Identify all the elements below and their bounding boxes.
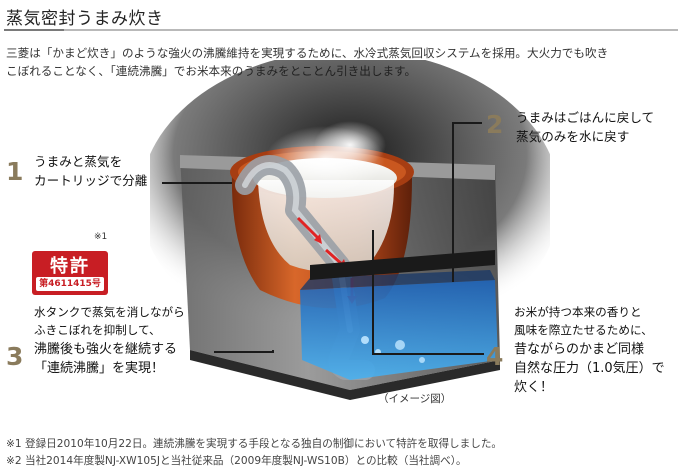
step-4-line-3: 炊く！: [514, 380, 554, 395]
step-4-number: 4: [486, 342, 504, 371]
step-4-text: 昔ながらのかまど同様 自然な圧力（1.0気圧）で 炊く！: [514, 340, 665, 397]
step-4-pre-line-2: 風味を際立たせるために、: [514, 323, 653, 337]
step-1-line-1: うまみと蒸気を: [34, 154, 123, 169]
patent-footnote-mark: ※1: [94, 232, 108, 242]
footnote-2: ※2 当社2014年度製NJ-XW105Jと当社従来品（2009年度製NJ-WS…: [6, 455, 467, 467]
step-4-pre-line-1: お米が持つ本来の香りと: [514, 305, 642, 319]
title-divider: [4, 29, 678, 31]
rice-cooker-illustration: [150, 60, 550, 400]
patent-badge: 特許 第4611415号: [32, 251, 108, 295]
step-3-pre-line-2: ふきこぼれを抑制して、: [34, 323, 161, 337]
intro-line-1: 三菱は「かまど炊き」のような強火の沸騰維持を実現するために、水冷式蒸気回収システ…: [6, 46, 609, 60]
patent-label: 特許: [50, 256, 90, 277]
leader-line-3h: [214, 351, 274, 353]
step-3-line-2: 「連続沸騰」を実現！: [34, 361, 165, 376]
step-2-line-2: 蒸気のみを水に戻す: [516, 129, 630, 144]
patent-number: 第4611415号: [36, 277, 104, 291]
leader-line-2a: [452, 122, 482, 124]
leader-line-4a: [372, 353, 484, 355]
step-1-text: うまみと蒸気を カートリッジで分離: [34, 152, 147, 190]
step-3-intro: 水タンクで蒸気を消しながら ふきこぼれを抑制して、: [34, 303, 185, 339]
step-3-pre-line-1: 水タンクで蒸気を消しながら: [34, 305, 185, 319]
step-4-line-1: 昔ながらのかまど同様: [514, 342, 645, 357]
step-1-line-2: カートリッジで分離: [34, 173, 148, 188]
leader-line-1: [162, 182, 232, 184]
step-3-text: 沸騰後も強火を継続する 「連続沸騰」を実現！: [34, 340, 177, 378]
step-3-line-1: 沸騰後も強火を継続する: [34, 342, 178, 357]
step-2-line-1: うまみはごはんに戻して: [516, 110, 655, 125]
step-1-number: 1: [6, 157, 24, 186]
footnote-1: ※1 登録日2010年10月22日。連続沸騰を実現する手段となる独自の制御におい…: [6, 438, 503, 450]
step-2-number: 2: [486, 110, 504, 139]
leader-line-2b: [452, 122, 454, 282]
step-4-line-2: 自然な圧力（1.0気圧）で: [514, 361, 665, 376]
image-caption: （イメージ図）: [378, 393, 452, 405]
step-3-number: 3: [6, 342, 24, 371]
leader-line-4b: [372, 230, 374, 354]
step-2-text: うまみはごはんに戻して 蒸気のみを水に戻す: [516, 108, 654, 146]
page-title: 蒸気密封うまみ炊き: [6, 9, 164, 29]
step-4-intro: お米が持つ本来の香りと 風味を際立たせるために、: [514, 303, 653, 339]
